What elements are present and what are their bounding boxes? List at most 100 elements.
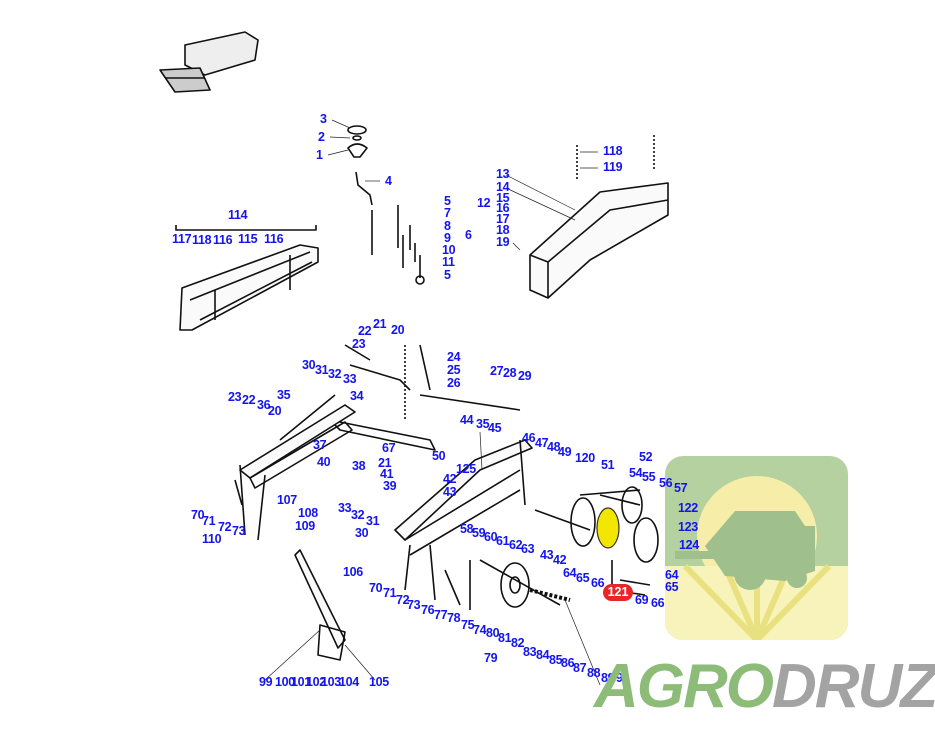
callout-label[interactable]: 88 bbox=[587, 666, 601, 680]
callout-label[interactable]: 63 bbox=[521, 542, 535, 556]
callout-label[interactable]: 76 bbox=[421, 603, 435, 617]
callout-label[interactable]: 75 bbox=[461, 618, 475, 632]
callout-label[interactable]: 120 bbox=[575, 451, 595, 465]
callout-label[interactable]: 72 bbox=[218, 520, 232, 534]
callout-label[interactable]: 102 bbox=[306, 675, 326, 689]
callout-label[interactable]: 5 bbox=[444, 268, 451, 282]
callout-label[interactable]: 57 bbox=[674, 481, 688, 495]
callout-label[interactable]: 56 bbox=[659, 476, 673, 490]
callout-label[interactable]: 55 bbox=[642, 470, 656, 484]
callout-label[interactable]: 116 bbox=[213, 233, 233, 247]
callout-label[interactable]: 16 bbox=[496, 201, 510, 215]
callout-label[interactable]: 59 bbox=[472, 526, 486, 540]
callout-label[interactable]: 119 bbox=[603, 160, 623, 174]
callout-label[interactable]: 41 bbox=[380, 467, 394, 481]
callout-label[interactable]: 3 bbox=[320, 112, 327, 126]
callout-label[interactable]: 40 bbox=[317, 455, 331, 469]
callout-label[interactable]: 32 bbox=[351, 508, 365, 522]
callout-label[interactable]: 86 bbox=[561, 656, 575, 670]
callout-label[interactable]: 31 bbox=[366, 514, 380, 528]
callout-label[interactable]: 5 bbox=[444, 194, 451, 208]
callout-label[interactable]: 69 bbox=[635, 593, 649, 607]
callout-label[interactable]: 106 bbox=[343, 565, 363, 579]
callout-label[interactable]: 54 bbox=[629, 466, 643, 480]
callout-label[interactable]: 81 bbox=[498, 631, 512, 645]
callout-label[interactable]: 2 bbox=[318, 130, 325, 144]
callout-label[interactable]: 20 bbox=[268, 404, 282, 418]
callout-label[interactable]: 1 bbox=[316, 148, 323, 162]
callout-label[interactable]: 25 bbox=[447, 363, 461, 377]
callout-label[interactable]: 99 bbox=[259, 675, 273, 689]
callout-label[interactable]: 7 bbox=[444, 206, 451, 220]
callout-label[interactable]: 20 bbox=[391, 323, 405, 337]
callout-label[interactable]: 28 bbox=[503, 366, 517, 380]
callout-label[interactable]: 42 bbox=[553, 553, 567, 567]
callout-label[interactable]: 46 bbox=[522, 431, 536, 445]
callout-label[interactable]: 27 bbox=[490, 364, 504, 378]
callout-label-highlighted[interactable]: 121 bbox=[603, 584, 633, 601]
callout-label[interactable]: 77 bbox=[434, 608, 448, 622]
callout-label[interactable]: 51 bbox=[601, 458, 615, 472]
callout-label[interactable]: 4 bbox=[385, 174, 392, 188]
callout-label[interactable]: 6 bbox=[465, 228, 472, 242]
callout-label[interactable]: 70 bbox=[369, 581, 383, 595]
callout-label[interactable]: 80 bbox=[486, 626, 500, 640]
callout-label[interactable]: 13 bbox=[496, 167, 510, 181]
callout-label[interactable]: 21 bbox=[378, 456, 392, 470]
callout-label[interactable]: 9 bbox=[444, 231, 451, 245]
callout-label[interactable]: 84 bbox=[536, 648, 550, 662]
callout-label[interactable]: 70 bbox=[191, 508, 205, 522]
callout-label[interactable]: 58 bbox=[460, 522, 474, 536]
callout-label[interactable]: 115 bbox=[238, 232, 258, 246]
callout-label[interactable]: 47 bbox=[535, 436, 549, 450]
callout-label[interactable]: 12 bbox=[477, 196, 491, 210]
callout-label[interactable]: 67 bbox=[382, 441, 396, 455]
callout-label[interactable]: 66 bbox=[591, 576, 605, 590]
callout-label[interactable]: 66 bbox=[651, 596, 665, 610]
callout-label[interactable]: 60 bbox=[484, 530, 498, 544]
callout-label[interactable]: 90 bbox=[616, 671, 630, 685]
callout-label[interactable]: 114 bbox=[228, 208, 248, 222]
callout-label[interactable]: 71 bbox=[202, 514, 216, 528]
callout-label[interactable]: 116 bbox=[264, 232, 284, 246]
callout-label[interactable]: 45 bbox=[488, 421, 502, 435]
callout-label[interactable]: 71 bbox=[383, 586, 397, 600]
callout-label[interactable]: 72 bbox=[396, 593, 410, 607]
callout-label[interactable]: 42 bbox=[443, 472, 457, 486]
callout-label[interactable]: 44 bbox=[460, 413, 474, 427]
callout-label[interactable]: 33 bbox=[343, 372, 357, 386]
callout-label[interactable]: 31 bbox=[315, 363, 329, 377]
callout-label[interactable]: 62 bbox=[509, 538, 523, 552]
callout-label[interactable]: 37 bbox=[313, 438, 327, 452]
callout-label[interactable]: 101 bbox=[291, 675, 311, 689]
callout-label[interactable]: 82 bbox=[511, 636, 525, 650]
callout-label[interactable]: 30 bbox=[355, 526, 369, 540]
callout-label[interactable]: 36 bbox=[257, 398, 271, 412]
callout-label[interactable]: 122 bbox=[678, 501, 698, 515]
callout-label[interactable]: 65 bbox=[665, 580, 679, 594]
callout-label[interactable]: 107 bbox=[277, 493, 297, 507]
callout-label[interactable]: 108 bbox=[298, 506, 318, 520]
callout-label[interactable]: 124 bbox=[679, 538, 699, 552]
callout-label[interactable]: 52 bbox=[639, 450, 653, 464]
callout-label[interactable]: 17 bbox=[496, 212, 510, 226]
callout-label[interactable]: 73 bbox=[407, 598, 421, 612]
callout-label[interactable]: 29 bbox=[518, 369, 532, 383]
callout-label[interactable]: 11 bbox=[442, 255, 455, 269]
callout-label[interactable]: 74 bbox=[473, 623, 487, 637]
callout-label[interactable]: 100 bbox=[275, 675, 295, 689]
callout-label[interactable]: 48 bbox=[547, 440, 561, 454]
callout-label[interactable]: 8 bbox=[444, 219, 451, 233]
callout-label[interactable]: 65 bbox=[576, 571, 590, 585]
callout-label[interactable]: 26 bbox=[447, 376, 461, 390]
callout-label[interactable]: 22 bbox=[242, 393, 256, 407]
callout-label[interactable]: 64 bbox=[563, 566, 577, 580]
callout-label[interactable]: 39 bbox=[383, 479, 397, 493]
callout-label[interactable]: 23 bbox=[352, 337, 366, 351]
callout-label[interactable]: 32 bbox=[328, 367, 342, 381]
callout-label[interactable]: 109 bbox=[295, 519, 315, 533]
callout-label[interactable]: 85 bbox=[549, 653, 563, 667]
callout-label[interactable]: 79 bbox=[484, 651, 498, 665]
callout-label[interactable]: 118 bbox=[603, 144, 623, 158]
callout-label[interactable]: 103 bbox=[321, 675, 341, 689]
